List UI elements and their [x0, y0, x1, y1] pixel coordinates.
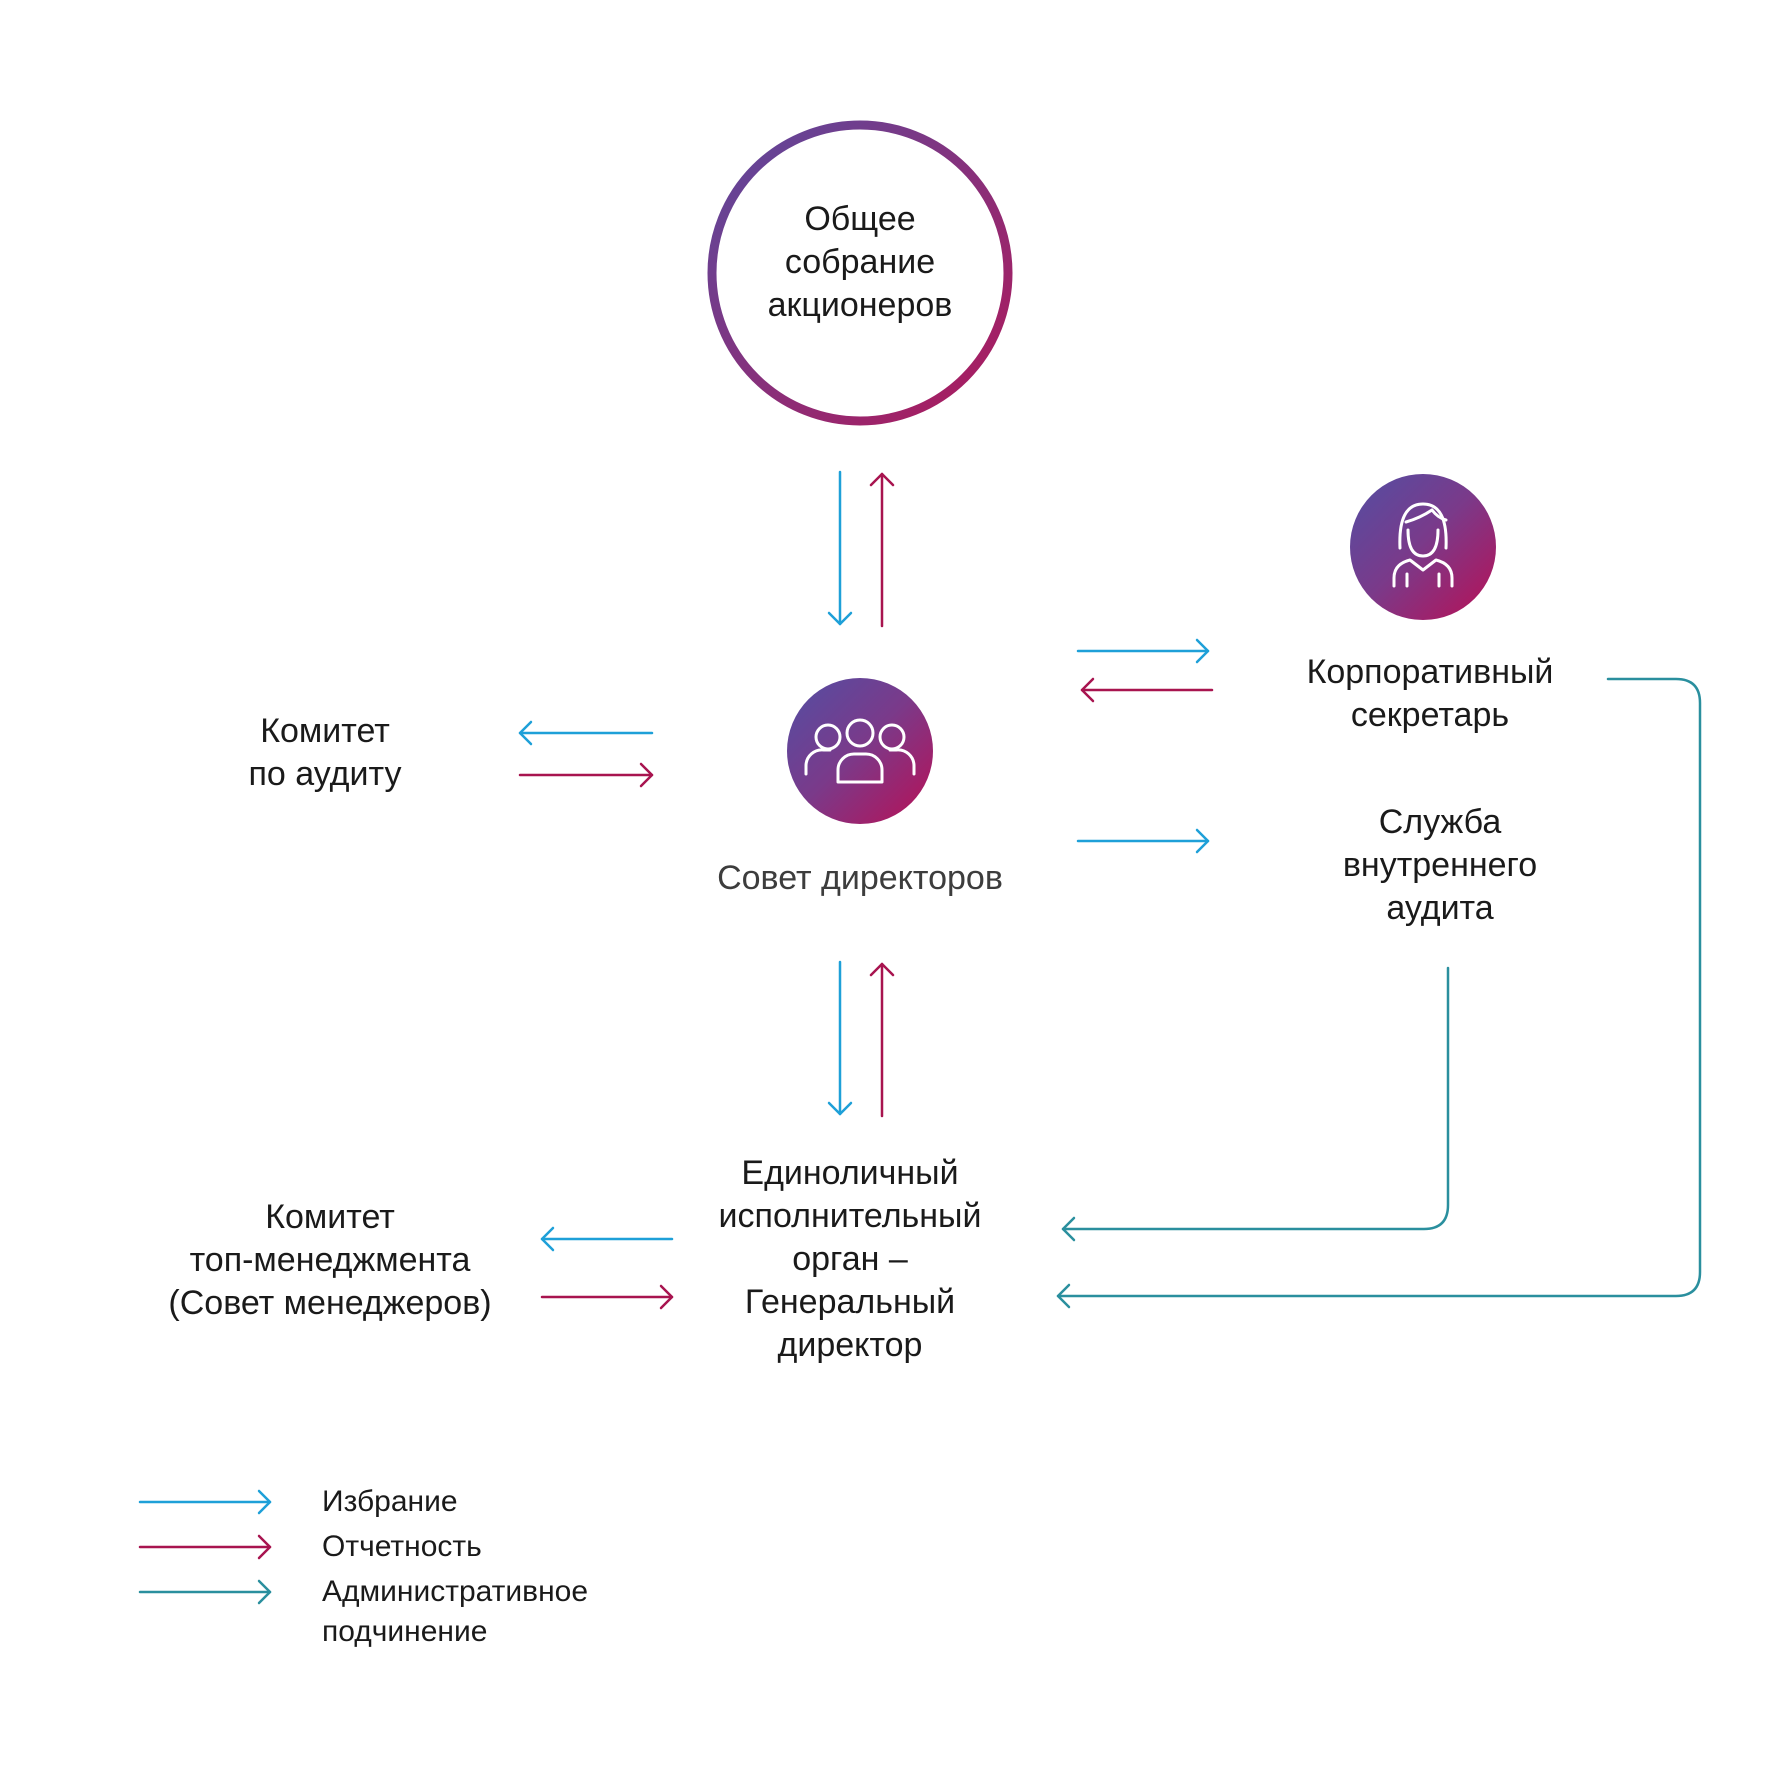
- shareholders-label-line: Общее: [804, 200, 916, 238]
- legend-election-arrow: [138, 1489, 272, 1515]
- reporting-arrows: [518, 472, 1214, 1310]
- ceo-label-line: исполнительный: [718, 1197, 982, 1235]
- management-committee-label-line: топ-менеджмента: [189, 1241, 471, 1279]
- board-label: Совет директоров: [660, 857, 1060, 900]
- ceo-label-line: Генеральный: [744, 1283, 956, 1321]
- corporate-secretary-label: Корпоративный секретарь: [1270, 651, 1590, 737]
- legend-reporting-label: Отчетность: [322, 1527, 482, 1567]
- management-committee-label-line: Комитет: [265, 1198, 395, 1236]
- arrow-audit-committee-to-board: [518, 762, 654, 788]
- person-icon: [1350, 474, 1496, 620]
- internal-audit-label-line: Служба: [1378, 803, 1502, 841]
- shareholders-label: Общее собрание акционеров: [710, 198, 1010, 327]
- legend-administrative-text: подчинение: [322, 1615, 488, 1648]
- internal-audit-label-line: внутреннего: [1342, 846, 1538, 884]
- arrow-secretary-to-ceo: [1056, 677, 1702, 1309]
- arrow-ceo-to-management-committee: [540, 1226, 674, 1252]
- audit-committee-label: Комитет по аудиту: [180, 710, 470, 796]
- internal-audit-label: Служба внутреннего аудита: [1290, 801, 1590, 930]
- legend-administrative-label: Административное подчинение: [322, 1572, 588, 1652]
- arrow-shareholders-to-board: [827, 470, 853, 626]
- management-committee-label-line: (Совет менеджеров): [168, 1284, 492, 1322]
- audit-committee-label-line: по аудиту: [248, 755, 402, 793]
- arrow-board-to-ceo: [827, 960, 853, 1116]
- legend-reporting-arrow: [138, 1534, 272, 1560]
- arrow-board-to-shareholders: [869, 472, 895, 628]
- group-people-icon: [787, 678, 933, 824]
- ceo-label-line: орган –: [792, 1240, 908, 1278]
- management-committee-label: Комитет топ-менеджмента (Совет менеджеро…: [130, 1196, 530, 1325]
- legend-administrative-text: Административное: [322, 1575, 589, 1608]
- arrow-board-to-internal-audit: [1076, 828, 1210, 854]
- shareholders-label-line: собрание: [784, 243, 936, 281]
- arrow-board-to-secretary: [1076, 638, 1210, 664]
- arrow-board-to-audit-committee: [518, 720, 654, 746]
- ceo-label-line: директор: [777, 1326, 923, 1364]
- arrow-ceo-to-board: [869, 962, 895, 1118]
- legend-administrative-arrow: [138, 1579, 272, 1605]
- ceo-label-line: Единоличный: [741, 1154, 959, 1192]
- audit-committee-label-line: Комитет: [260, 712, 390, 750]
- legend-reporting-text: Отчетность: [322, 1530, 482, 1563]
- legend-election-text: Избрание: [322, 1485, 458, 1518]
- internal-audit-label-line: аудита: [1386, 889, 1494, 927]
- arrow-secretary-to-board: [1080, 677, 1214, 703]
- arrow-management-committee-to-ceo: [540, 1284, 674, 1310]
- board-label-text: Совет директоров: [717, 859, 1003, 897]
- arrow-internal-audit-to-ceo: [1061, 966, 1450, 1242]
- legend-election-label: Избрание: [322, 1482, 458, 1522]
- corporate-secretary-label-line: Корпоративный: [1306, 653, 1554, 691]
- administrative-arrows: [1056, 677, 1702, 1309]
- corporate-secretary-label-line: секретарь: [1350, 696, 1510, 734]
- ceo-label: Единоличный исполнительный орган – Генер…: [680, 1152, 1020, 1367]
- shareholders-label-line: акционеров: [767, 286, 953, 324]
- shareholders-ring: [707, 120, 1013, 426]
- election-arrows: [518, 470, 1210, 1252]
